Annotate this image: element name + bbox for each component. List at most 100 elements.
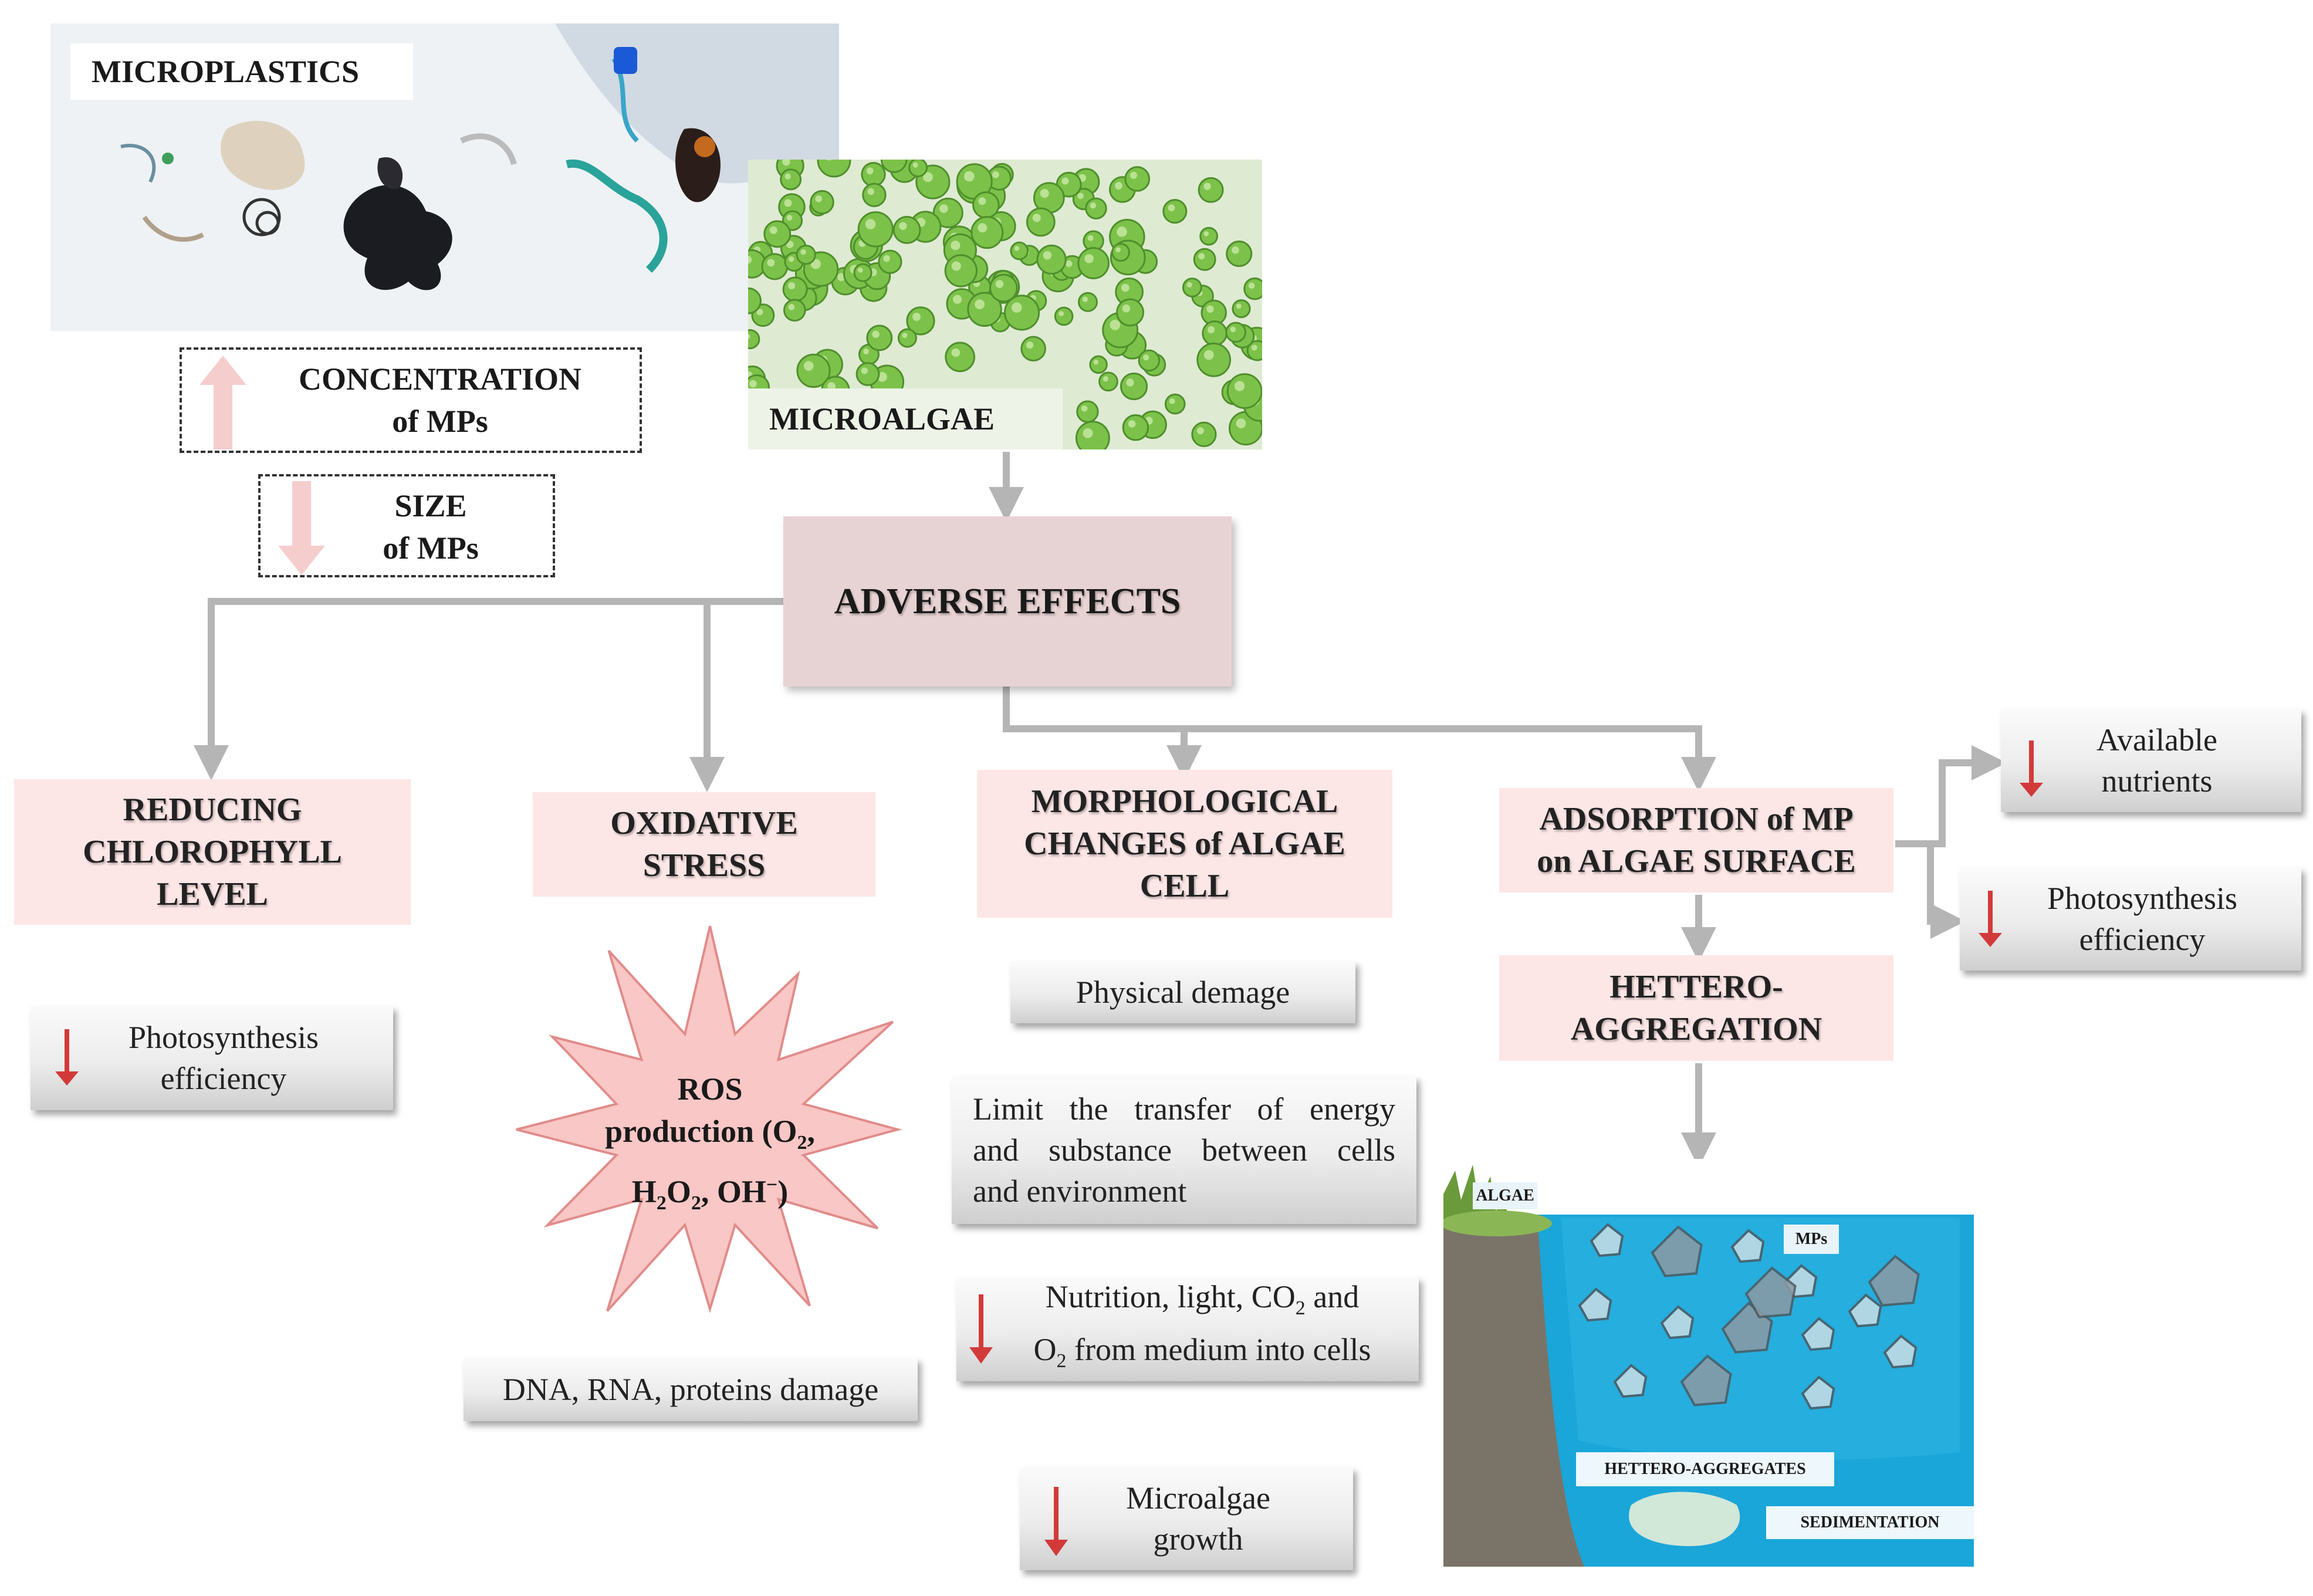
chlorophyll-photosynthesis-box: Photosynthesis efficiency	[31, 1006, 393, 1110]
sedimentation-scene: ALGAE MPs HETTERO-AGGREGATES SEDIMENTATI…	[1443, 1159, 1974, 1567]
algae-cell-highlight	[857, 267, 863, 273]
microplastic-particle	[1578, 1287, 1612, 1322]
algae-cell	[1075, 421, 1110, 449]
algae-cell-highlight	[1230, 326, 1236, 333]
adsorption-photosynthesis-box: Photosynthesis efficiency	[1960, 867, 2301, 971]
algae-cell	[944, 254, 978, 288]
microalgae-label: MICROALGAE	[748, 388, 1063, 449]
algae-cell-highlight	[902, 333, 908, 339]
algae-cell-highlight	[995, 280, 1004, 288]
microplastic-particle	[1590, 1223, 1624, 1257]
concentration-box: CONCENTRATION of MPs	[180, 347, 642, 453]
algae-cell-highlight	[899, 222, 907, 230]
available-nutrients-box: Available nutrients	[2001, 709, 2301, 812]
algae-cell-highlight	[922, 172, 933, 182]
algae-cell-highlight	[883, 255, 890, 262]
algae-cell-highlight	[788, 282, 796, 290]
algae-cell	[1193, 248, 1216, 271]
algae-cell	[972, 191, 1000, 219]
nutrition-line1: Nutrition, light, CO2 and	[1034, 1276, 1371, 1329]
growth-text: Microalgae growth	[1103, 1477, 1270, 1560]
algae-cell-highlight	[1087, 235, 1094, 241]
algae-cell-highlight	[865, 219, 876, 229]
algae-cell-highlight	[1066, 260, 1073, 268]
algae-cell-highlight	[1043, 251, 1052, 260]
algae-cell	[780, 168, 802, 191]
algae-cell	[1182, 278, 1202, 297]
microplastic-particle	[1680, 1354, 1732, 1406]
reducing-chlorophyll-box: REDUCING CHLOROPHYLL LEVEL	[14, 779, 411, 925]
microplastic-particle	[1801, 1375, 1835, 1410]
algae-cell-highlight	[827, 382, 836, 391]
algae-cell-highlight	[978, 223, 988, 233]
hetero-line1: HETTERO-	[1609, 969, 1783, 1005]
algae-cell-highlight	[872, 330, 880, 338]
algae-cell	[857, 211, 894, 248]
growth-line1: Microalgae	[1126, 1480, 1270, 1516]
algae-cell-highlight	[1126, 378, 1134, 387]
algae-cell	[1225, 322, 1246, 343]
nutrition-line2-b: from medium into cells	[1066, 1332, 1371, 1367]
microplastic-particle	[1744, 1266, 1797, 1318]
algae-cell	[810, 190, 834, 215]
algae-cell-highlight	[1026, 341, 1034, 349]
nutrients-line1: Available	[2096, 722, 2217, 758]
morphological-line3: CELL	[1139, 868, 1230, 904]
algae-cell-highlight	[867, 188, 874, 195]
algae-cell	[1198, 177, 1224, 203]
nutrition-line1-a: Nutrition, light, CO	[1045, 1279, 1296, 1315]
algae-cell-highlight	[1115, 182, 1122, 190]
nutrition-line2: O2 from medium into cells	[1034, 1329, 1371, 1382]
limit-transfer-box: Limit the transfer of energy and substan…	[952, 1076, 1416, 1224]
down-arrow-icon	[1979, 891, 2002, 947]
down-arrow-icon	[2020, 740, 2043, 797]
algae-cell	[1226, 241, 1253, 268]
algae-cell-highlight	[815, 195, 823, 202]
algae-cell-highlight	[1128, 420, 1136, 428]
algae-cell	[1199, 226, 1219, 246]
algae-cell-highlight	[1084, 254, 1094, 263]
algae-cell-highlight	[789, 256, 794, 262]
algae-cell-highlight	[1093, 359, 1099, 365]
algae-cell	[1243, 277, 1262, 300]
ros-line3-b: O	[666, 1174, 691, 1209]
nutrition-box: Nutrition, light, CO2 and O2 from medium…	[956, 1277, 1419, 1381]
algae-cell	[1191, 421, 1217, 447]
mp-particles	[1578, 1223, 1920, 1410]
algae-cell	[862, 182, 887, 207]
oxidative-line2: STRESS	[642, 847, 766, 884]
algae-cell	[1077, 292, 1098, 312]
adsorption-box: ADSORPTION of MP on ALGAE SURFACE	[1499, 788, 1893, 892]
size-text: SIZE of MPs	[325, 485, 536, 569]
algae-cell-highlight	[978, 197, 986, 205]
nutrition-line2-sub: 2	[1056, 1350, 1067, 1372]
ros-line3-sub1: 2	[656, 1192, 667, 1214]
algae-cell	[796, 244, 816, 265]
algae-cell-highlight	[784, 199, 792, 207]
algae-cell-highlight	[975, 299, 985, 310]
microalgae-growth-box: Microalgae growth	[1020, 1467, 1353, 1570]
ros-line3: H2O2, OH−)	[563, 1164, 857, 1225]
algae-cell-highlight	[1040, 188, 1049, 198]
algae-cell-highlight	[1012, 302, 1022, 313]
algae-cell	[1054, 306, 1074, 326]
algae-cell-highlight	[756, 309, 763, 316]
algae-cell	[1010, 241, 1029, 261]
algae-cell	[1026, 207, 1056, 237]
algae-cell-highlight	[951, 348, 961, 357]
adsorption-photosynthesis-text: Photosynthesis efficiency	[2024, 878, 2237, 960]
algae-cell-highlight	[1032, 214, 1041, 222]
algae-cell-highlight	[782, 160, 790, 166]
algae-cell	[1196, 342, 1232, 377]
limit-line3: and environment	[973, 1174, 1187, 1209]
algae-cell	[866, 324, 893, 351]
algae-cell-highlight	[784, 173, 791, 180]
algae-cell	[761, 253, 789, 280]
arrow-to-adsorption	[1003, 687, 1716, 792]
algae-cell	[782, 276, 808, 302]
algae-cell	[861, 162, 886, 187]
algae-cell-highlight	[1232, 246, 1239, 254]
algae-cell	[817, 160, 851, 178]
morphological-line2: CHANGES of ALGAE	[1024, 826, 1345, 862]
